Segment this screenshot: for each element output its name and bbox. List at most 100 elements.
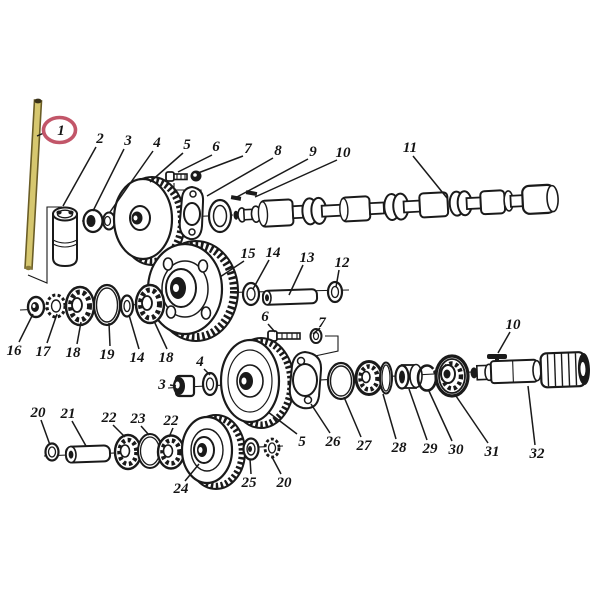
bearing-22b <box>156 434 186 470</box>
callout-23: 23 <box>130 411 150 436</box>
idler-gear-15 <box>146 240 239 342</box>
bearing-18 <box>64 285 96 327</box>
svg-text:22: 22 <box>163 413 180 429</box>
highlight-circle: 1 <box>36 115 78 145</box>
svg-text:18: 18 <box>66 345 82 361</box>
callout-4: 4 <box>109 135 161 213</box>
callout-14: 14 <box>252 245 281 290</box>
svg-text:4: 4 <box>195 354 204 370</box>
flange-plate-8 <box>178 185 205 241</box>
svg-text:32: 32 <box>529 446 546 462</box>
callout-3: 3 <box>157 377 177 393</box>
camshaft-11 <box>233 183 559 228</box>
callout-4: 4 <box>195 354 211 376</box>
svg-text:8: 8 <box>274 143 282 159</box>
nut-3 <box>173 374 196 398</box>
callout-6: 6 <box>261 309 276 333</box>
callout-2: 2 <box>62 131 104 207</box>
callout-13: 13 <box>288 250 316 296</box>
svg-text:5: 5 <box>298 434 306 450</box>
svg-text:20: 20 <box>30 405 47 421</box>
svg-text:9: 9 <box>309 144 317 160</box>
ring-23 <box>137 433 163 469</box>
callout-20: 20 <box>30 405 51 446</box>
callout-26: 26 <box>310 403 342 450</box>
svg-text:20: 20 <box>276 475 293 491</box>
drive-gear-5b <box>219 337 295 429</box>
spacer-4 <box>102 211 116 231</box>
callout-25: 25 <box>241 458 257 491</box>
svg-text:3: 3 <box>157 377 166 393</box>
callout-21: 21 <box>60 406 87 447</box>
svg-text:29: 29 <box>422 441 439 457</box>
svg-text:11: 11 <box>403 140 417 156</box>
lock-washer-20b <box>263 437 281 459</box>
ring-19 <box>92 283 122 327</box>
svg-text:5: 5 <box>183 137 191 153</box>
callout-20: 20 <box>271 456 293 491</box>
camshaft-gear-5 <box>112 176 186 266</box>
callout-11: 11 <box>403 140 448 199</box>
splined-shaft-32 <box>470 351 590 389</box>
callout-16: 16 <box>7 313 34 359</box>
rod-bracket-line <box>27 206 62 284</box>
svg-text:12: 12 <box>335 255 351 271</box>
svg-text:2: 2 <box>95 131 104 147</box>
callout-3: 3 <box>92 133 132 212</box>
svg-text:3: 3 <box>123 133 132 149</box>
callout-22: 22 <box>163 413 180 438</box>
callout-12: 12 <box>335 255 351 288</box>
callout-6: 6 <box>177 139 220 173</box>
svg-text:18: 18 <box>159 350 175 366</box>
svg-text:16: 16 <box>7 343 23 359</box>
nut-16 <box>26 295 46 319</box>
bushing-29 <box>394 363 423 390</box>
callout-17: 17 <box>36 313 58 360</box>
pin-13 <box>261 288 319 306</box>
callout-24: 24 <box>173 463 200 497</box>
ring-12 <box>326 280 344 304</box>
washer-25 <box>242 437 260 461</box>
callout-18: 18 <box>153 320 175 366</box>
gear-24 <box>180 414 246 490</box>
svg-text:19: 19 <box>100 347 116 363</box>
callout-9: 9 <box>234 144 317 199</box>
lock-washer-17 <box>45 293 67 319</box>
svg-text:6: 6 <box>261 309 269 325</box>
callout-10: 10 <box>254 145 352 198</box>
svg-text:28: 28 <box>391 440 408 456</box>
ring-20 <box>44 442 60 462</box>
svg-text:13: 13 <box>300 250 316 266</box>
ring-27 <box>326 361 356 401</box>
callout-8: 8 <box>206 143 282 197</box>
pin-21 <box>64 444 112 464</box>
svg-text:30: 30 <box>448 442 465 458</box>
washer-7-mid <box>309 328 323 344</box>
svg-text:22: 22 <box>101 410 118 426</box>
callout-14: 14 <box>128 314 145 366</box>
callout-22: 22 <box>101 410 126 438</box>
callout-15: 15 <box>219 246 257 278</box>
washer-4-row4 <box>201 371 219 397</box>
svg-text:15: 15 <box>241 246 257 262</box>
svg-text:31: 31 <box>484 444 500 460</box>
callout-7: 7 <box>312 315 326 335</box>
callout-30: 30 <box>428 390 465 458</box>
svg-text:23: 23 <box>130 411 147 427</box>
svg-text:10: 10 <box>506 317 522 333</box>
svg-text:6: 6 <box>212 139 220 155</box>
bracket-mid <box>314 335 339 357</box>
svg-text:24: 24 <box>173 481 190 497</box>
callout-28: 28 <box>382 393 408 456</box>
plate-26 <box>288 350 323 410</box>
washer-3 <box>82 208 104 234</box>
svg-text:17: 17 <box>36 344 52 360</box>
bearing-31 <box>434 354 470 398</box>
svg-text:10: 10 <box>336 145 352 161</box>
svg-text:7: 7 <box>244 141 252 157</box>
svg-text:26: 26 <box>325 434 342 450</box>
tappet-2 <box>52 206 78 268</box>
svg-text:4: 4 <box>152 135 161 151</box>
